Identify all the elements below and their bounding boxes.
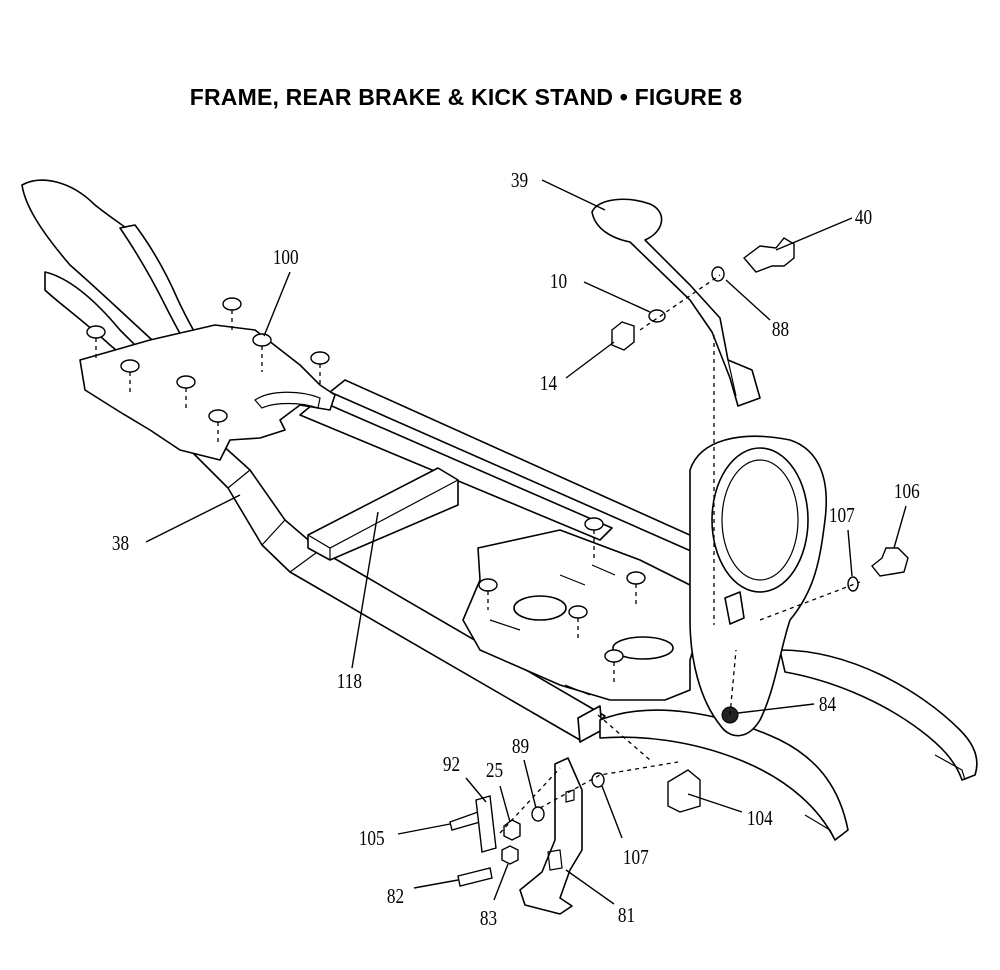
callout-118: 118 (337, 671, 362, 694)
callout-82: 82 (387, 886, 404, 909)
callout-88: 88 (772, 319, 789, 342)
callout-25: 25 (486, 760, 503, 783)
brake-pedal (591, 198, 761, 407)
callout-83: 83 (480, 908, 497, 931)
callout-105: 105 (359, 828, 385, 851)
leader-lines (145, 179, 907, 905)
page-title: FRAME, REAR BRAKE & KICK STAND • FIGURE … (189, 84, 743, 110)
callout-81: 81 (618, 905, 635, 928)
callout-39: 39 (511, 170, 528, 193)
callout-100: 100 (273, 247, 299, 270)
callout-40: 40 (855, 207, 872, 230)
callout-38: 38 (112, 533, 129, 556)
callout-89: 89 (512, 736, 529, 759)
callout-84: 84 (819, 694, 837, 717)
callout-10: 10 (550, 271, 567, 294)
assembly-lines (95, 274, 861, 834)
callout-106: 106 (894, 481, 920, 504)
front-mount-plate (79, 324, 336, 461)
callout-107-upper: 107 (829, 505, 855, 528)
callout-104: 104 (747, 808, 773, 831)
brake-bracket (689, 435, 828, 737)
callout-labels: 39 40 10 88 14 100 38 118 107 106 84 92 … (112, 170, 920, 931)
callout-107-lower: 107 (623, 847, 649, 870)
callout-92: 92 (443, 754, 460, 777)
callout-14: 14 (540, 373, 558, 396)
